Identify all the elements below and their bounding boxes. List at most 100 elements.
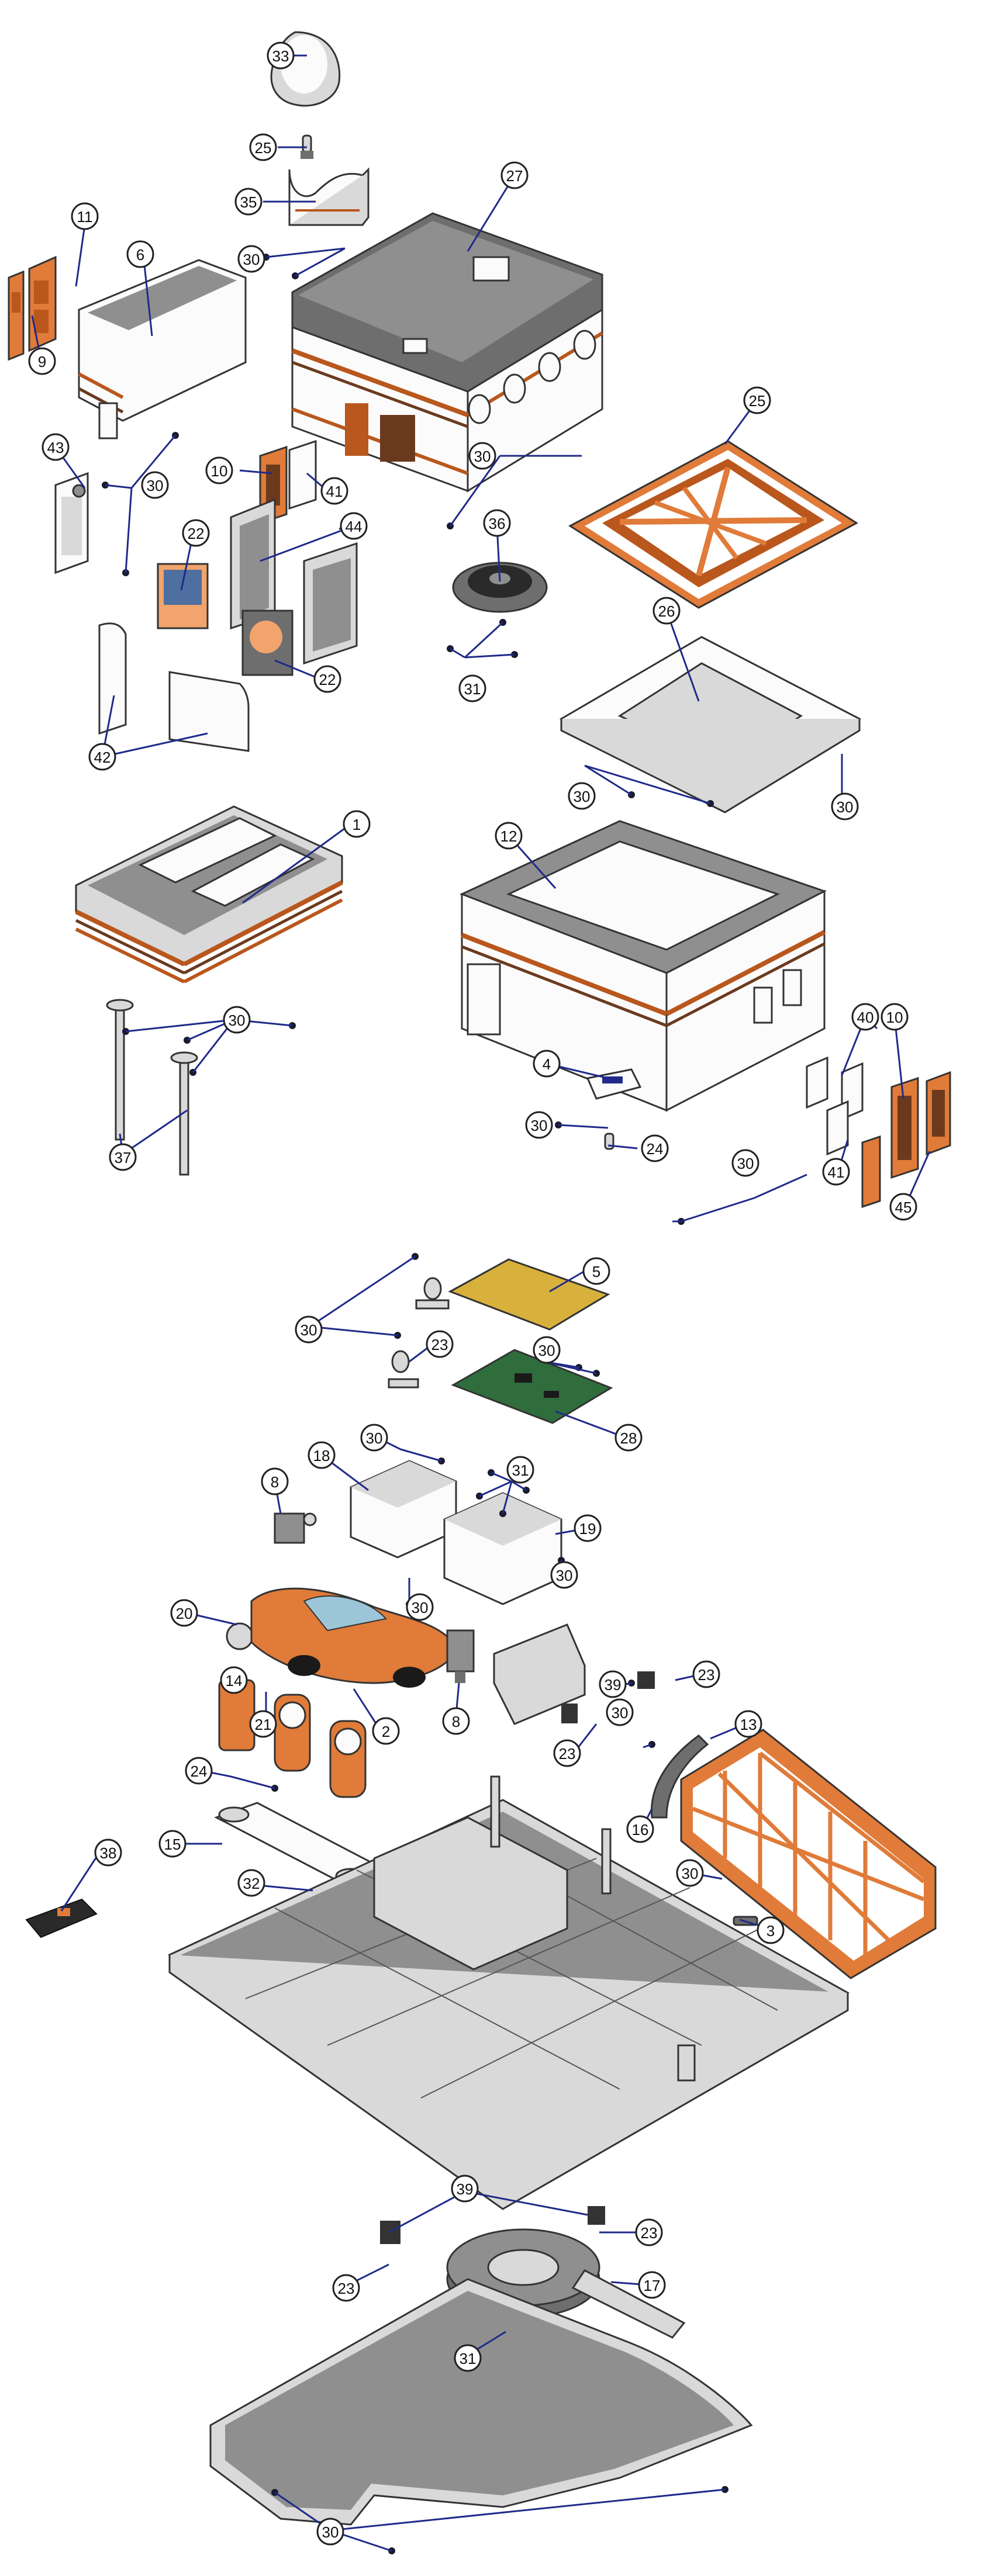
callout-12: 12 [495,822,523,850]
callout-number: 11 [77,208,93,226]
callout-20: 20 [170,1599,198,1627]
part-8-motor-a [274,1512,317,1544]
callout-30: 30 [676,1859,704,1887]
part-44-inserts [230,498,358,665]
callout-number: 5 [592,1263,600,1280]
callout-circle [614,1424,643,1452]
callout-22: 22 [182,519,210,547]
callout-circle [237,1869,265,1897]
callout-27: 27 [500,161,529,189]
callout-23: 23 [635,2218,663,2246]
callout-number: 31 [512,1462,529,1479]
callout-5: 5 [582,1257,610,1285]
callout-39: 39 [451,2175,479,2203]
callout-number: 39 [605,1676,622,1694]
callout-circle [360,1424,388,1452]
callout-19: 19 [574,1514,602,1542]
callout-circle [141,471,169,499]
callout-number: 1 [353,816,361,833]
leader-lines [31,54,931,2552]
callout-number: 30 [737,1155,754,1172]
callout-number: 30 [556,1567,573,1584]
part-38-switch [25,1898,98,1938]
callout-circle [158,1830,187,1858]
part-8-motor-b [446,1629,475,1683]
callout-33: 33 [267,41,295,70]
callout-circle [220,1666,248,1694]
callout-17: 17 [638,2271,666,2299]
callout-circle [734,1710,762,1738]
callout-number: 18 [313,1447,330,1464]
callout-25: 25 [743,386,771,414]
callout-number: 30 [574,788,591,805]
part-16-arc [650,1734,709,1819]
callout-circle [237,245,265,273]
callout-circle [340,512,368,540]
part-19-housing [443,1492,562,1605]
callout-number: 30 [243,251,260,268]
callout-circle [641,1134,669,1162]
callout-circle [525,1111,553,1139]
callout-number: 38 [100,1844,117,1862]
callout-31: 31 [506,1456,534,1484]
callout-number: 20 [176,1605,193,1622]
callout-number: 9 [38,353,46,371]
callout-31: 31 [458,674,486,702]
callout-number: 15 [164,1836,181,1853]
callout-3: 3 [757,1916,785,1944]
callout-number: 8 [271,1473,279,1491]
callout-circle [71,202,99,230]
callout-number: 19 [579,1520,596,1538]
callout-circle [28,347,56,375]
callout-24: 24 [641,1134,669,1162]
callout-circle [182,519,210,547]
callout-circle [88,743,116,771]
callout-circle [553,1739,581,1767]
callout-1: 1 [343,810,371,838]
callout-circle [506,1456,534,1484]
callout-circle [881,1003,909,1031]
part-27-upper-building [291,212,603,493]
callout-number: 4 [543,1055,551,1073]
callout-number: 21 [255,1716,272,1733]
callout-16: 16 [626,1815,654,1843]
callout-number: 25 [749,392,766,410]
callout-number: 41 [326,483,343,500]
part-37-posts [106,999,198,1176]
callout-41: 41 [320,477,348,505]
callout-number: 24 [647,1140,664,1158]
callout-30: 30 [606,1698,634,1726]
callout-number: 30 [538,1342,555,1359]
callout-number: 23 [559,1745,576,1763]
callout-39: 39 [599,1670,627,1698]
part-1-base-module [75,805,343,984]
callout-circle [332,2274,360,2302]
bottom-plate [209,2278,753,2526]
callout-circle [692,1660,720,1688]
callout-circle [295,1315,323,1344]
callout-circle [626,1815,654,1843]
callout-number: 45 [895,1199,912,1216]
callout-number: 31 [460,2350,477,2367]
callout-42: 42 [88,743,116,771]
callout-10: 10 [205,456,233,484]
callout-circle [851,1003,879,1031]
callout-number: 39 [457,2180,474,2198]
callout-number: 30 [474,448,491,465]
part-25-roof-frame [568,440,858,609]
callout-number: 42 [94,749,111,766]
callout-30: 30 [533,1336,561,1364]
car-model [250,1587,457,1688]
callout-circle [426,1330,454,1358]
callout-30: 30 [731,1149,759,1177]
callout-number: 24 [191,1763,208,1780]
callout-23: 23 [692,1660,720,1688]
callout-35: 35 [234,188,263,216]
callout-15: 15 [158,1830,187,1858]
callout-circle [320,477,348,505]
callout-37: 37 [109,1143,137,1171]
part-41-window-upper [288,439,317,510]
callout-number: 30 [366,1429,383,1447]
callout-23: 23 [553,1739,581,1767]
